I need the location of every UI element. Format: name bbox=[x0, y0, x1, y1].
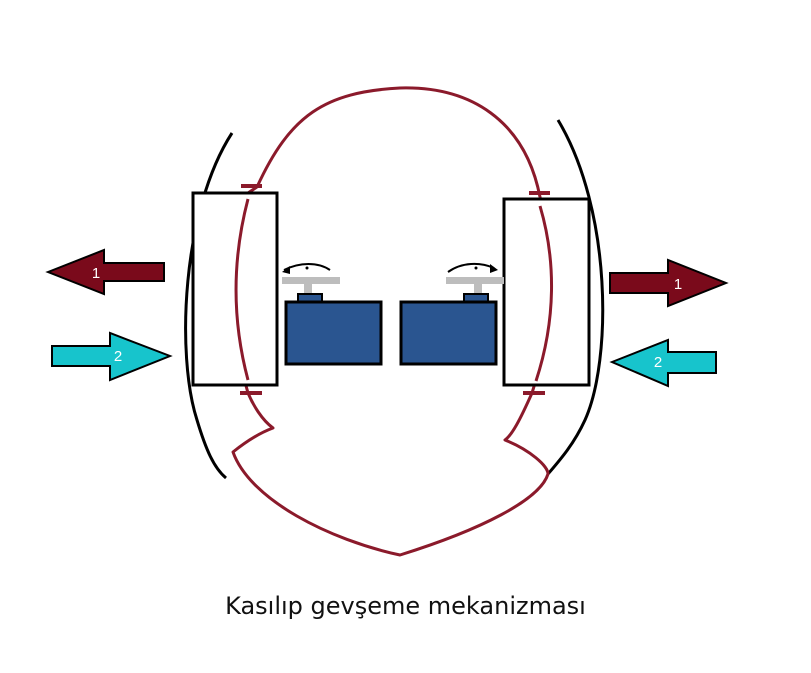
servo-left bbox=[282, 263, 383, 366]
arrow-label: 1 bbox=[674, 276, 682, 293]
arrow-label: 2 bbox=[114, 348, 122, 365]
plate-right bbox=[502, 197, 591, 387]
arrow-label: 1 bbox=[92, 265, 100, 282]
arrow-left-outward: 1 bbox=[45, 248, 165, 296]
muscle-band-left bbox=[234, 198, 250, 381]
shell-right bbox=[546, 119, 605, 475]
arrow-label: 2 bbox=[654, 354, 662, 371]
arrow-left-inward: 2 bbox=[51, 331, 173, 382]
diagram-caption: Kasılıp gevşeme mekanizması bbox=[225, 592, 586, 620]
rotation-arc-icon bbox=[447, 262, 495, 273]
arrow-right-outward: 1 bbox=[609, 258, 729, 308]
arrow-right-inward: 2 bbox=[609, 338, 717, 388]
muscle-band-right bbox=[534, 205, 553, 382]
servo-right bbox=[399, 262, 504, 366]
